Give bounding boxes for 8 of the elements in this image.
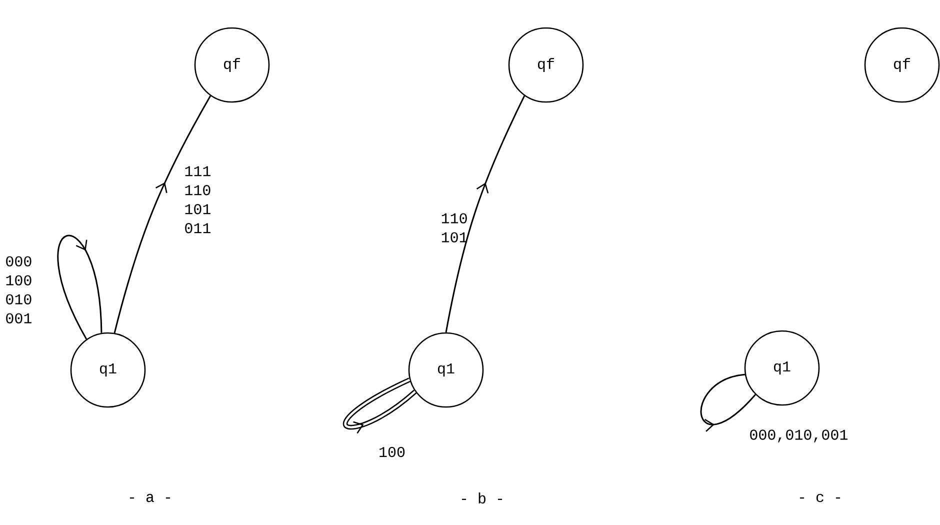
panel-label: - a -	[130, 494, 170, 502]
edge-label: 111 110 101 011	[185, 166, 210, 234]
edge-label: 000,010,001	[750, 430, 848, 442]
panel-label: - b -	[462, 492, 502, 504]
panel-label: - c -	[800, 494, 840, 502]
edge-label: 000 100 010 001	[6, 256, 32, 324]
edge-label: 110 101	[442, 213, 468, 242]
edge-label: 100	[380, 446, 405, 458]
